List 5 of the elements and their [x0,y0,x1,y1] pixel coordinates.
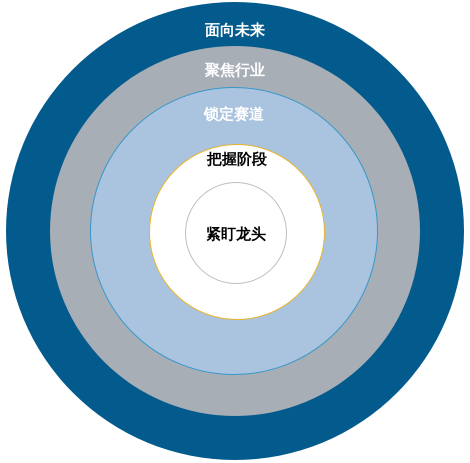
ring-label: 锁定赛道 [204,105,264,123]
ring-label: 聚焦行业 [205,61,265,79]
ring-label: 紧盯龙头 [206,225,266,243]
ring-label: 把握阶段 [207,150,267,168]
ring-label: 面向未来 [205,21,265,39]
